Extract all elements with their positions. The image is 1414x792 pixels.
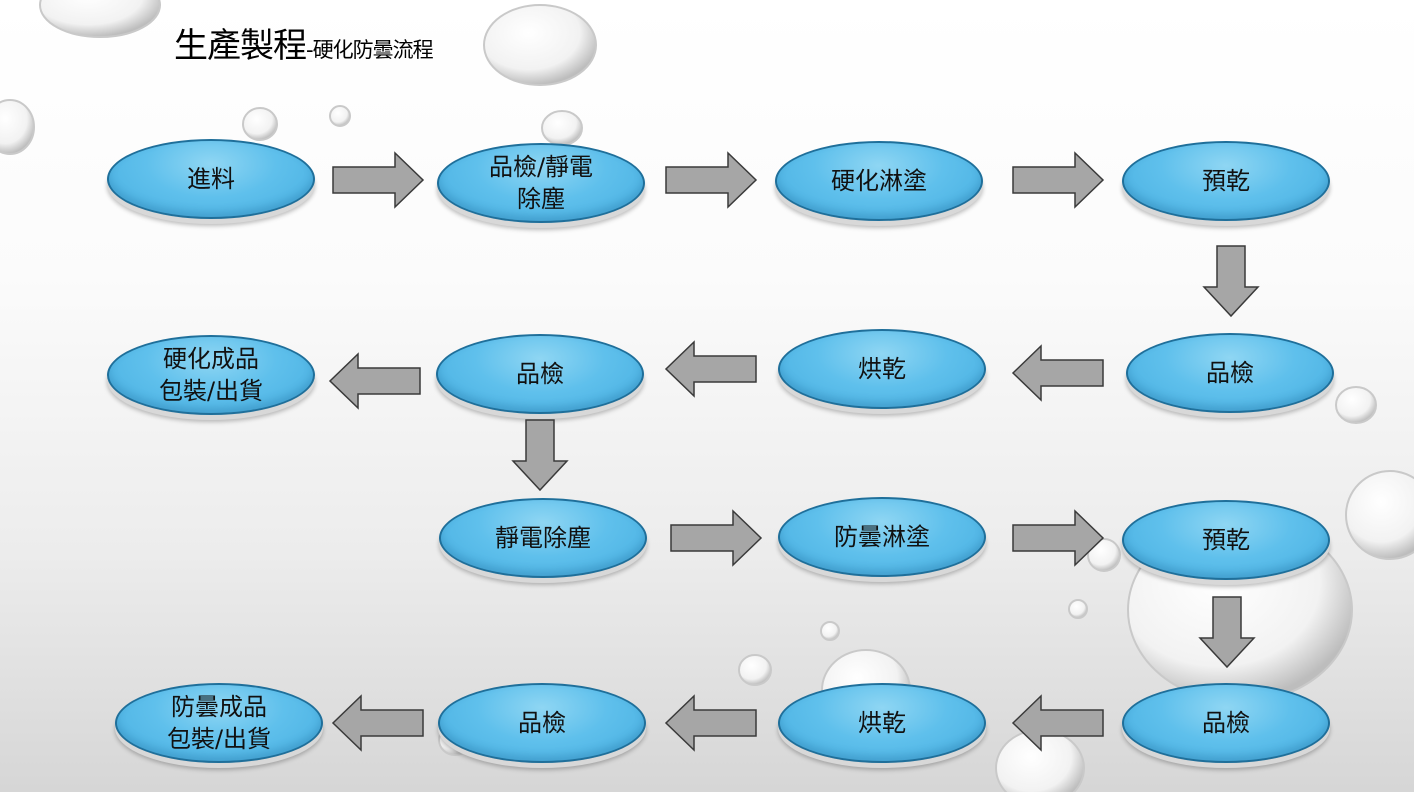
step-node-inspect-static: 品檢/靜電 除塵	[437, 143, 645, 223]
step-label: 品檢/靜電 除塵	[488, 153, 594, 213]
step-label: 烘乾	[858, 709, 906, 737]
arrow-left-icon	[1011, 344, 1104, 402]
step-label: 防曇成品 包裝/出貨	[166, 693, 272, 753]
step-label: 靜電除塵	[495, 524, 591, 552]
arrow-left-icon	[664, 694, 757, 752]
step-node-predry-2: 預乾	[1122, 500, 1330, 580]
step-node-antifog-coating: 防曇淋塗	[778, 497, 986, 577]
step-node-hard-product-ship: 硬化成品 包裝/出貨	[107, 335, 315, 415]
arrow-right-icon	[332, 151, 425, 209]
step-node-bake-1: 烘乾	[778, 329, 986, 409]
step-label: 進料	[187, 165, 235, 193]
arrow-down-icon	[1202, 245, 1260, 318]
step-label: 烘乾	[858, 355, 906, 383]
step-node-static-removal: 靜電除塵	[439, 498, 647, 578]
step-label: 硬化成品 包裝/出貨	[158, 345, 264, 405]
step-label: 品檢	[518, 709, 566, 737]
step-node-inspect-4: 品檢	[438, 683, 646, 763]
page-title: 生產製程-硬化防曇流程	[174, 18, 434, 66]
step-node-intake: 進料	[107, 139, 315, 219]
title-separator: -	[306, 38, 314, 62]
title-main: 生產製程	[174, 26, 307, 66]
step-label: 預乾	[1202, 526, 1250, 554]
arrow-left-icon	[1011, 694, 1104, 752]
arrow-right-icon	[1012, 151, 1105, 209]
step-node-antifog-product-ship: 防曇成品 包裝/出貨	[115, 683, 323, 763]
arrow-right-icon	[1012, 509, 1105, 567]
step-label: 品檢	[516, 360, 564, 388]
arrow-right-icon	[665, 151, 758, 209]
step-label: 硬化淋塗	[831, 167, 927, 195]
step-node-inspect-3: 品檢	[1122, 683, 1330, 763]
arrow-left-icon	[328, 352, 421, 410]
step-label: 防曇淋塗	[834, 523, 930, 551]
title-sub: 硬化防曇流程	[312, 38, 434, 62]
arrow-down-icon	[1198, 596, 1256, 669]
arrow-left-icon	[664, 340, 757, 398]
step-node-predry-1: 預乾	[1122, 141, 1330, 221]
arrow-right-icon	[670, 509, 763, 567]
step-node-inspect-2: 品檢	[436, 334, 644, 414]
step-node-bake-2: 烘乾	[778, 683, 986, 763]
arrow-down-icon	[511, 419, 569, 492]
step-label: 預乾	[1202, 167, 1250, 195]
step-node-inspect-1: 品檢	[1126, 333, 1334, 413]
step-node-hard-coating: 硬化淋塗	[775, 141, 983, 221]
step-label: 品檢	[1202, 709, 1250, 737]
arrow-left-icon	[331, 694, 424, 752]
step-label: 品檢	[1206, 359, 1254, 387]
